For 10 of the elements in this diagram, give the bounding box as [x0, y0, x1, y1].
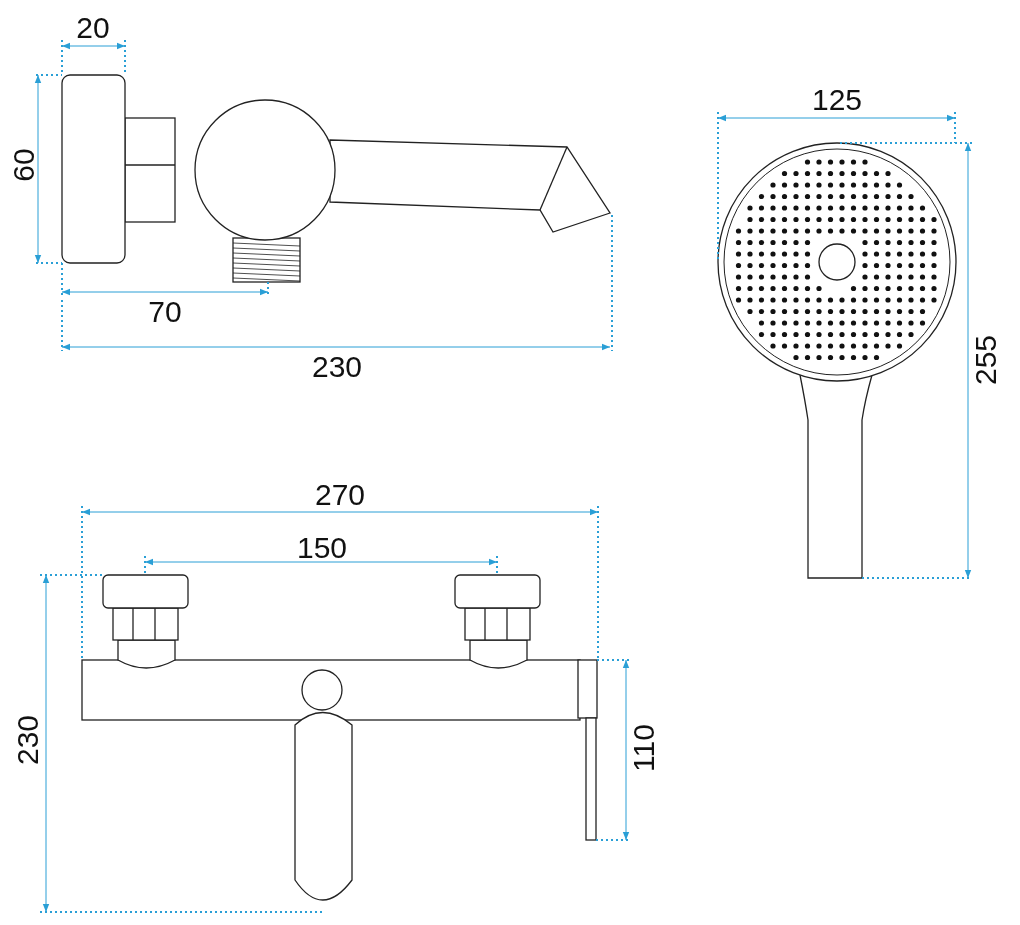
dimension-label: 70 — [148, 297, 182, 327]
dimension-label: 230 — [311, 352, 363, 382]
dimension-label: 20 — [76, 13, 110, 43]
dimension-label: 150 — [296, 533, 348, 563]
dimension-label: 255 — [971, 334, 1001, 386]
dimension-label: 110 — [629, 724, 659, 772]
dimension-label: 125 — [811, 85, 863, 115]
dimension-label: 60 — [9, 148, 39, 182]
dimension-label: 270 — [314, 480, 366, 510]
dimension-label: 230 — [13, 714, 43, 766]
